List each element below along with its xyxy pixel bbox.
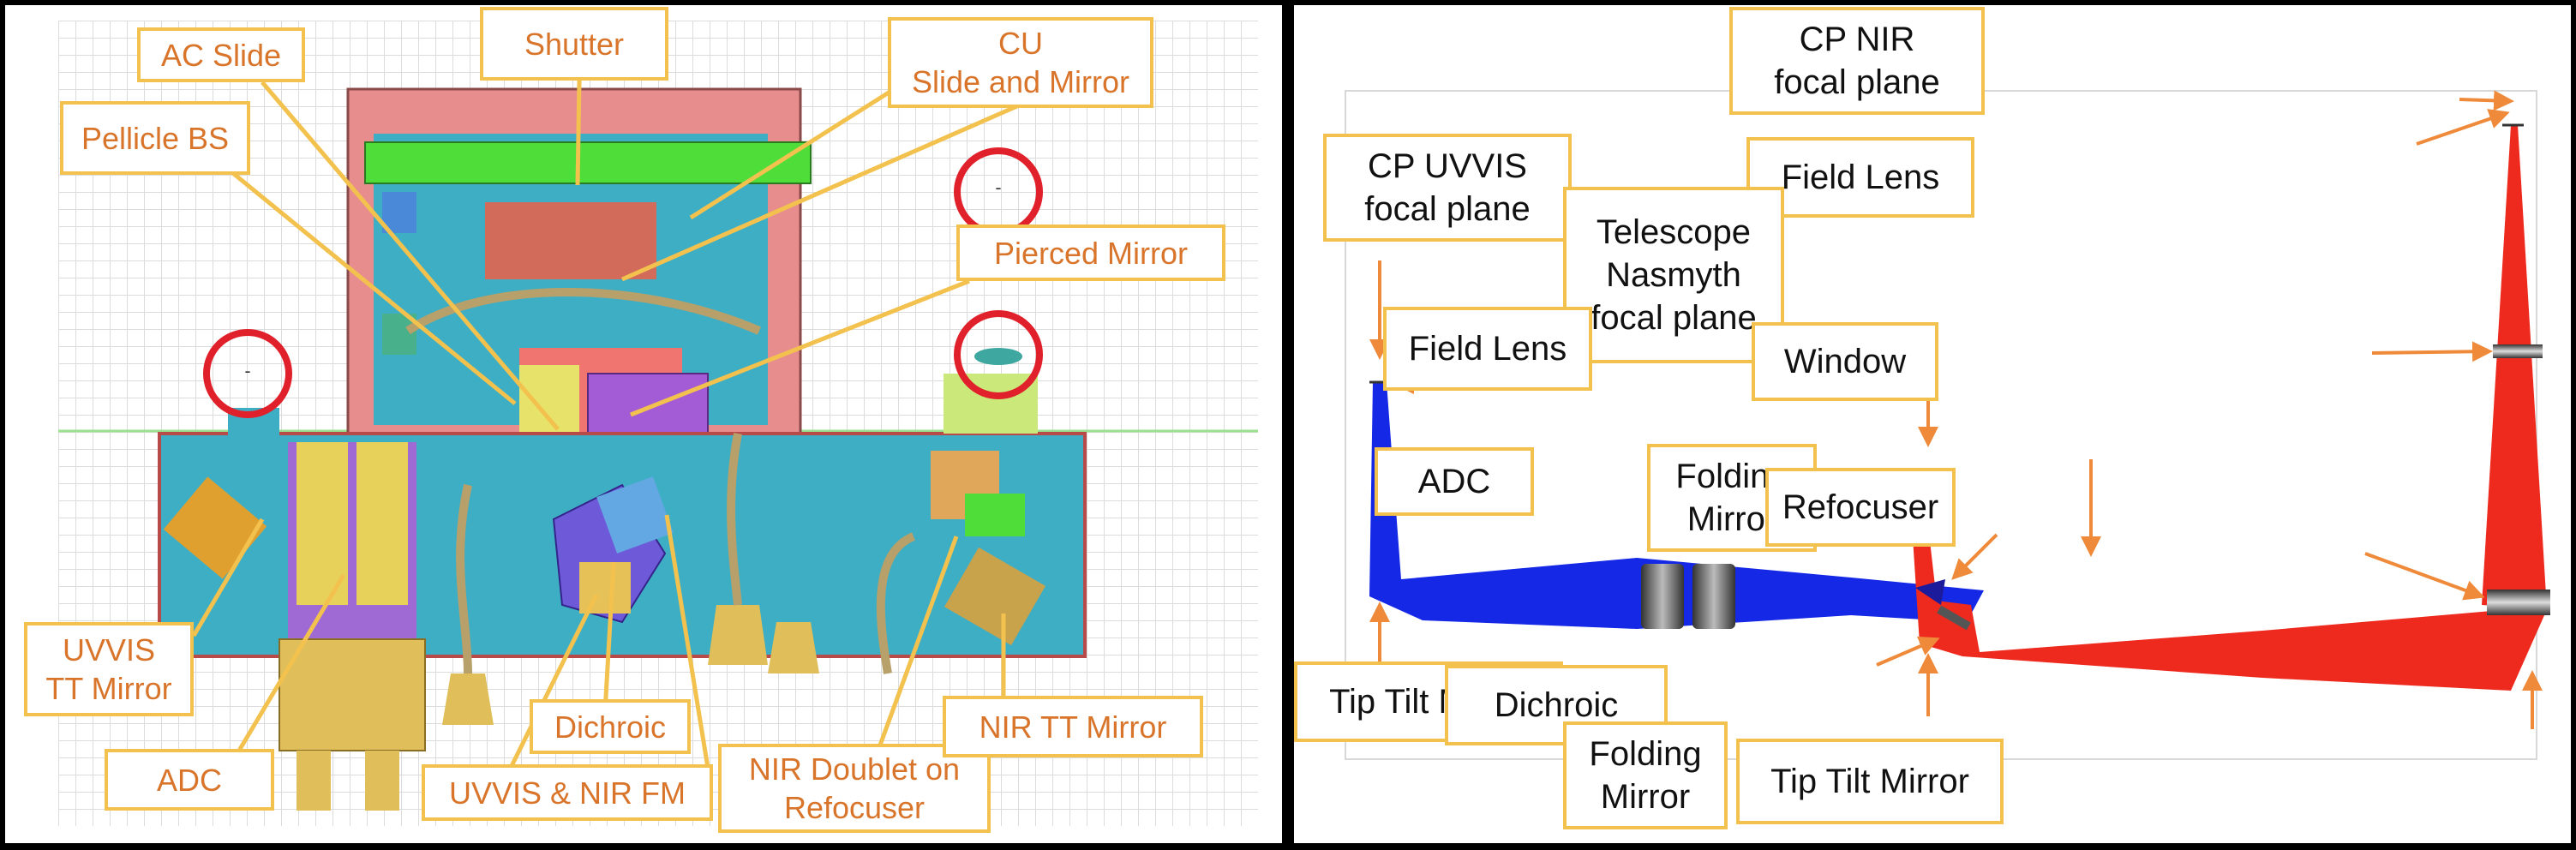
label-field-lens-nir: Field Lens: [1746, 137, 1974, 218]
adc-element: [1692, 564, 1735, 629]
label-pierced-mirror: Pierced Mirror: [956, 224, 1225, 281]
label-adc: ADC: [105, 749, 274, 811]
highlight-circle: [954, 310, 1043, 399]
label-field-lens-uvvis: Field Lens: [1383, 307, 1592, 391]
label-refocuser: Refocuser: [1765, 468, 1956, 547]
optical-layout-drawing: [1345, 90, 2550, 760]
label-ac-slide: AC Slide: [137, 27, 305, 82]
label-shutter: Shutter: [480, 7, 668, 81]
label-uvvis-nir-fm: UVVIS & NIR FM: [422, 764, 713, 821]
svg-text:-: -: [995, 177, 1001, 198]
label-dichroic: Dichroic: [530, 699, 691, 754]
nir-beam: [1911, 481, 2545, 691]
label-window: Window: [1752, 322, 1938, 401]
label-pellicle-bs: Pellicle BS: [60, 101, 250, 175]
window-element: [2493, 344, 2543, 358]
label-nir-tt-mirror: NIR TT Mirror: [943, 696, 1203, 757]
svg-text:-: -: [244, 361, 250, 381]
adc-element: [1641, 564, 1684, 629]
label-tip-tilt-mirror-right: Tip Tilt Mirror: [1736, 739, 2004, 824]
cad-drawing: - -: [58, 80, 1258, 811]
refocuser-element: [2487, 590, 2550, 615]
highlight-circle: [203, 329, 292, 418]
label-adc: ADC: [1375, 447, 1534, 516]
